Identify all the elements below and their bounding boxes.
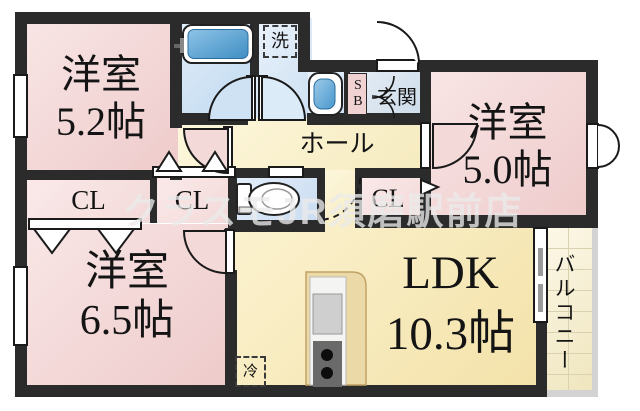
closet-right-door-icon	[420, 178, 441, 197]
ldk-size: 10.3帖	[385, 308, 516, 361]
closet-left-fold-icon	[96, 228, 136, 255]
stove-burner	[321, 367, 333, 379]
kitchen-sink	[312, 293, 343, 335]
stove-burner	[321, 349, 333, 361]
toilet-icon	[236, 182, 300, 216]
ldk-door-arc	[317, 177, 361, 221]
closet-left-track	[28, 218, 142, 230]
wall-entrance-bedroom-r-top	[420, 62, 431, 123]
washroom-door-arc	[261, 75, 307, 121]
wall-top-2b	[418, 60, 598, 72]
kitchen-stove	[313, 341, 342, 387]
wall-top-2a	[298, 60, 376, 72]
ldk-label: LDK 10.3帖	[348, 243, 553, 365]
balcony-railing-bottom	[547, 390, 598, 397]
wall-hall-bottom-2	[302, 168, 325, 178]
wall-entrance-bottom	[307, 113, 420, 125]
washbasin-icon	[308, 72, 343, 116]
wall-toilet-ldk	[228, 220, 325, 232]
kitchen-counter	[305, 271, 367, 387]
wall-bedroom-right-bottom	[355, 215, 598, 228]
bedroom-r-name: 洋室	[467, 100, 548, 145]
bedroom-tl-size: 5.2帖	[56, 98, 146, 144]
wall-bath-wash	[250, 24, 259, 77]
room-closet-mid	[154, 173, 230, 223]
wall-cl2-toilet	[228, 170, 237, 228]
wall-cl-row-top	[15, 170, 152, 180]
casement-window-arc	[597, 124, 620, 168]
bedroom-bl-label: 洋室 6.5帖	[27, 248, 227, 346]
bedroom-bl-name: 洋室	[84, 249, 169, 295]
wall-notch	[298, 12, 310, 67]
room-closet-right	[358, 172, 422, 218]
bedroom-bl-door-arc	[182, 230, 227, 275]
shoe-box-door-arc-bottom	[371, 95, 395, 119]
balcony-label: バルコニー	[552, 253, 576, 373]
bedroom-bl-size: 6.5帖	[79, 298, 175, 345]
shoe-box-door-arc-top	[371, 75, 395, 99]
entrance-label: 玄関	[377, 87, 417, 109]
room-ldk	[232, 226, 540, 389]
wall-cl3-left	[355, 175, 362, 215]
sliding-door-mullion	[538, 248, 543, 276]
sliding-door-mullion	[538, 284, 543, 312]
bedroom-r-door-arc	[432, 123, 479, 170]
wall-bottom	[15, 385, 547, 397]
closet-mid-label: CL	[174, 185, 210, 215]
bedroom-tl-name: 洋室	[61, 52, 141, 97]
wall-toilet-right	[317, 175, 325, 222]
front-door-arc	[376, 21, 420, 65]
watermark: クラスモJR須磨駅前店	[122, 191, 524, 232]
bedroom-r-label: 洋室 5.0帖	[425, 100, 590, 194]
door-leaf-toilet	[268, 166, 304, 178]
wall-hall-bottom-3	[355, 168, 420, 178]
closet-left-label: CL	[71, 185, 106, 215]
closet-left-fold-icon	[32, 228, 72, 255]
bedroom-tl-label: 洋室 5.2帖	[27, 52, 175, 146]
wall-cl1-cl2	[150, 178, 157, 223]
window-bedroom-bl	[13, 266, 28, 346]
closet-right-label: CL	[371, 184, 405, 213]
room-balcony	[547, 228, 592, 393]
door-leaf-bedroom-r	[420, 122, 431, 169]
wall-bedroom-tl-right	[170, 24, 182, 128]
hall-label: ホール	[299, 131, 375, 158]
fridge-box: 冷	[235, 356, 266, 387]
balcony-railing-right	[592, 228, 598, 397]
bathtub-icon	[174, 24, 254, 64]
shoe-box-label: SB	[350, 78, 366, 110]
ldk-name: LDK	[402, 247, 499, 299]
window-bedroom-tl	[13, 74, 28, 138]
wall-top	[15, 12, 310, 24]
wall-65-ldk	[225, 270, 237, 385]
room-closet-left	[24, 175, 152, 223]
door-leaf-front	[376, 59, 419, 72]
fridge-label: 冷	[242, 363, 258, 380]
shoe-box: SB	[347, 73, 367, 115]
room-bedroom-top-left	[22, 18, 180, 176]
bedroom-r-size: 5.0帖	[462, 146, 553, 192]
closet-mid-fold-icon	[201, 150, 229, 172]
bathroom-door-arc	[207, 75, 253, 121]
closet-mid-fold-icon	[155, 150, 183, 172]
washer-label: 洗	[271, 30, 289, 51]
washer-box: 洗	[263, 25, 297, 58]
